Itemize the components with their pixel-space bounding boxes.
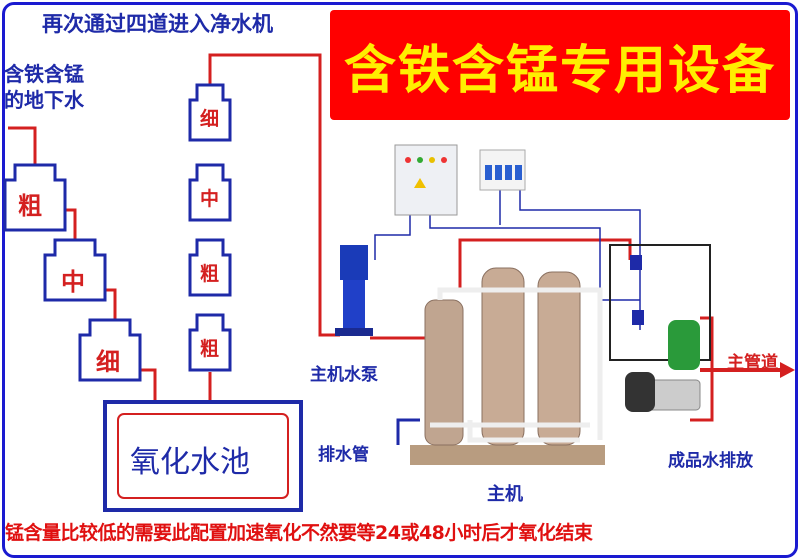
main-pump-icon xyxy=(335,245,373,336)
pipe-column-pump xyxy=(208,53,340,337)
footer-note: 锰含量比较低的需要此配置加速氧化不然要等24或48小时后才氧化结束 xyxy=(5,522,593,544)
title-banner: 含铁含锰专用设备 xyxy=(330,10,790,120)
float-switch-icon xyxy=(630,255,642,270)
oxidation-pool-label: 氧化水池 xyxy=(130,445,250,480)
filter-medium xyxy=(43,238,107,302)
column-filter-2-label: 中 xyxy=(200,188,220,210)
arrow-icon xyxy=(780,362,795,378)
column-filter-group xyxy=(188,83,232,372)
left-filter-group xyxy=(3,163,142,382)
top-caption: 再次通过四道进入净水机 xyxy=(42,12,273,36)
source-label-2: 的地下水 xyxy=(4,88,84,112)
main-pipe-label: 主管道 xyxy=(727,353,778,373)
pressure-tank-icon xyxy=(668,320,700,370)
breaker-box-icon xyxy=(479,149,526,191)
column-filter-4-label: 粗 xyxy=(200,338,220,360)
filter-fine xyxy=(78,318,142,382)
pipe-main-tank xyxy=(458,238,632,290)
drain-label: 排水管 xyxy=(318,445,369,465)
float-switch-icon xyxy=(632,310,644,325)
column-filter-3-label: 粗 xyxy=(200,263,220,285)
column-filter-1-label: 细 xyxy=(200,108,220,130)
page-title: 含铁含锰专用设备 xyxy=(343,40,776,101)
filter-coarse-label: 粗 xyxy=(18,192,42,220)
main-unit-label: 主机 xyxy=(487,484,523,505)
source-label-1: 含铁含锰 xyxy=(4,62,84,86)
control-box-icon xyxy=(394,144,458,216)
booster-pump-icon xyxy=(625,372,701,412)
pump-label: 主机水泵 xyxy=(310,365,378,385)
main-unit-icon xyxy=(410,267,605,465)
filter-fine-label: 细 xyxy=(96,348,120,376)
inlet-pipe xyxy=(8,126,37,168)
oxidation-pool-inner xyxy=(117,413,289,499)
filter-coarse xyxy=(3,163,67,232)
filter-medium-label: 中 xyxy=(61,268,85,296)
product-water-label: 成品水排放 xyxy=(668,451,753,471)
